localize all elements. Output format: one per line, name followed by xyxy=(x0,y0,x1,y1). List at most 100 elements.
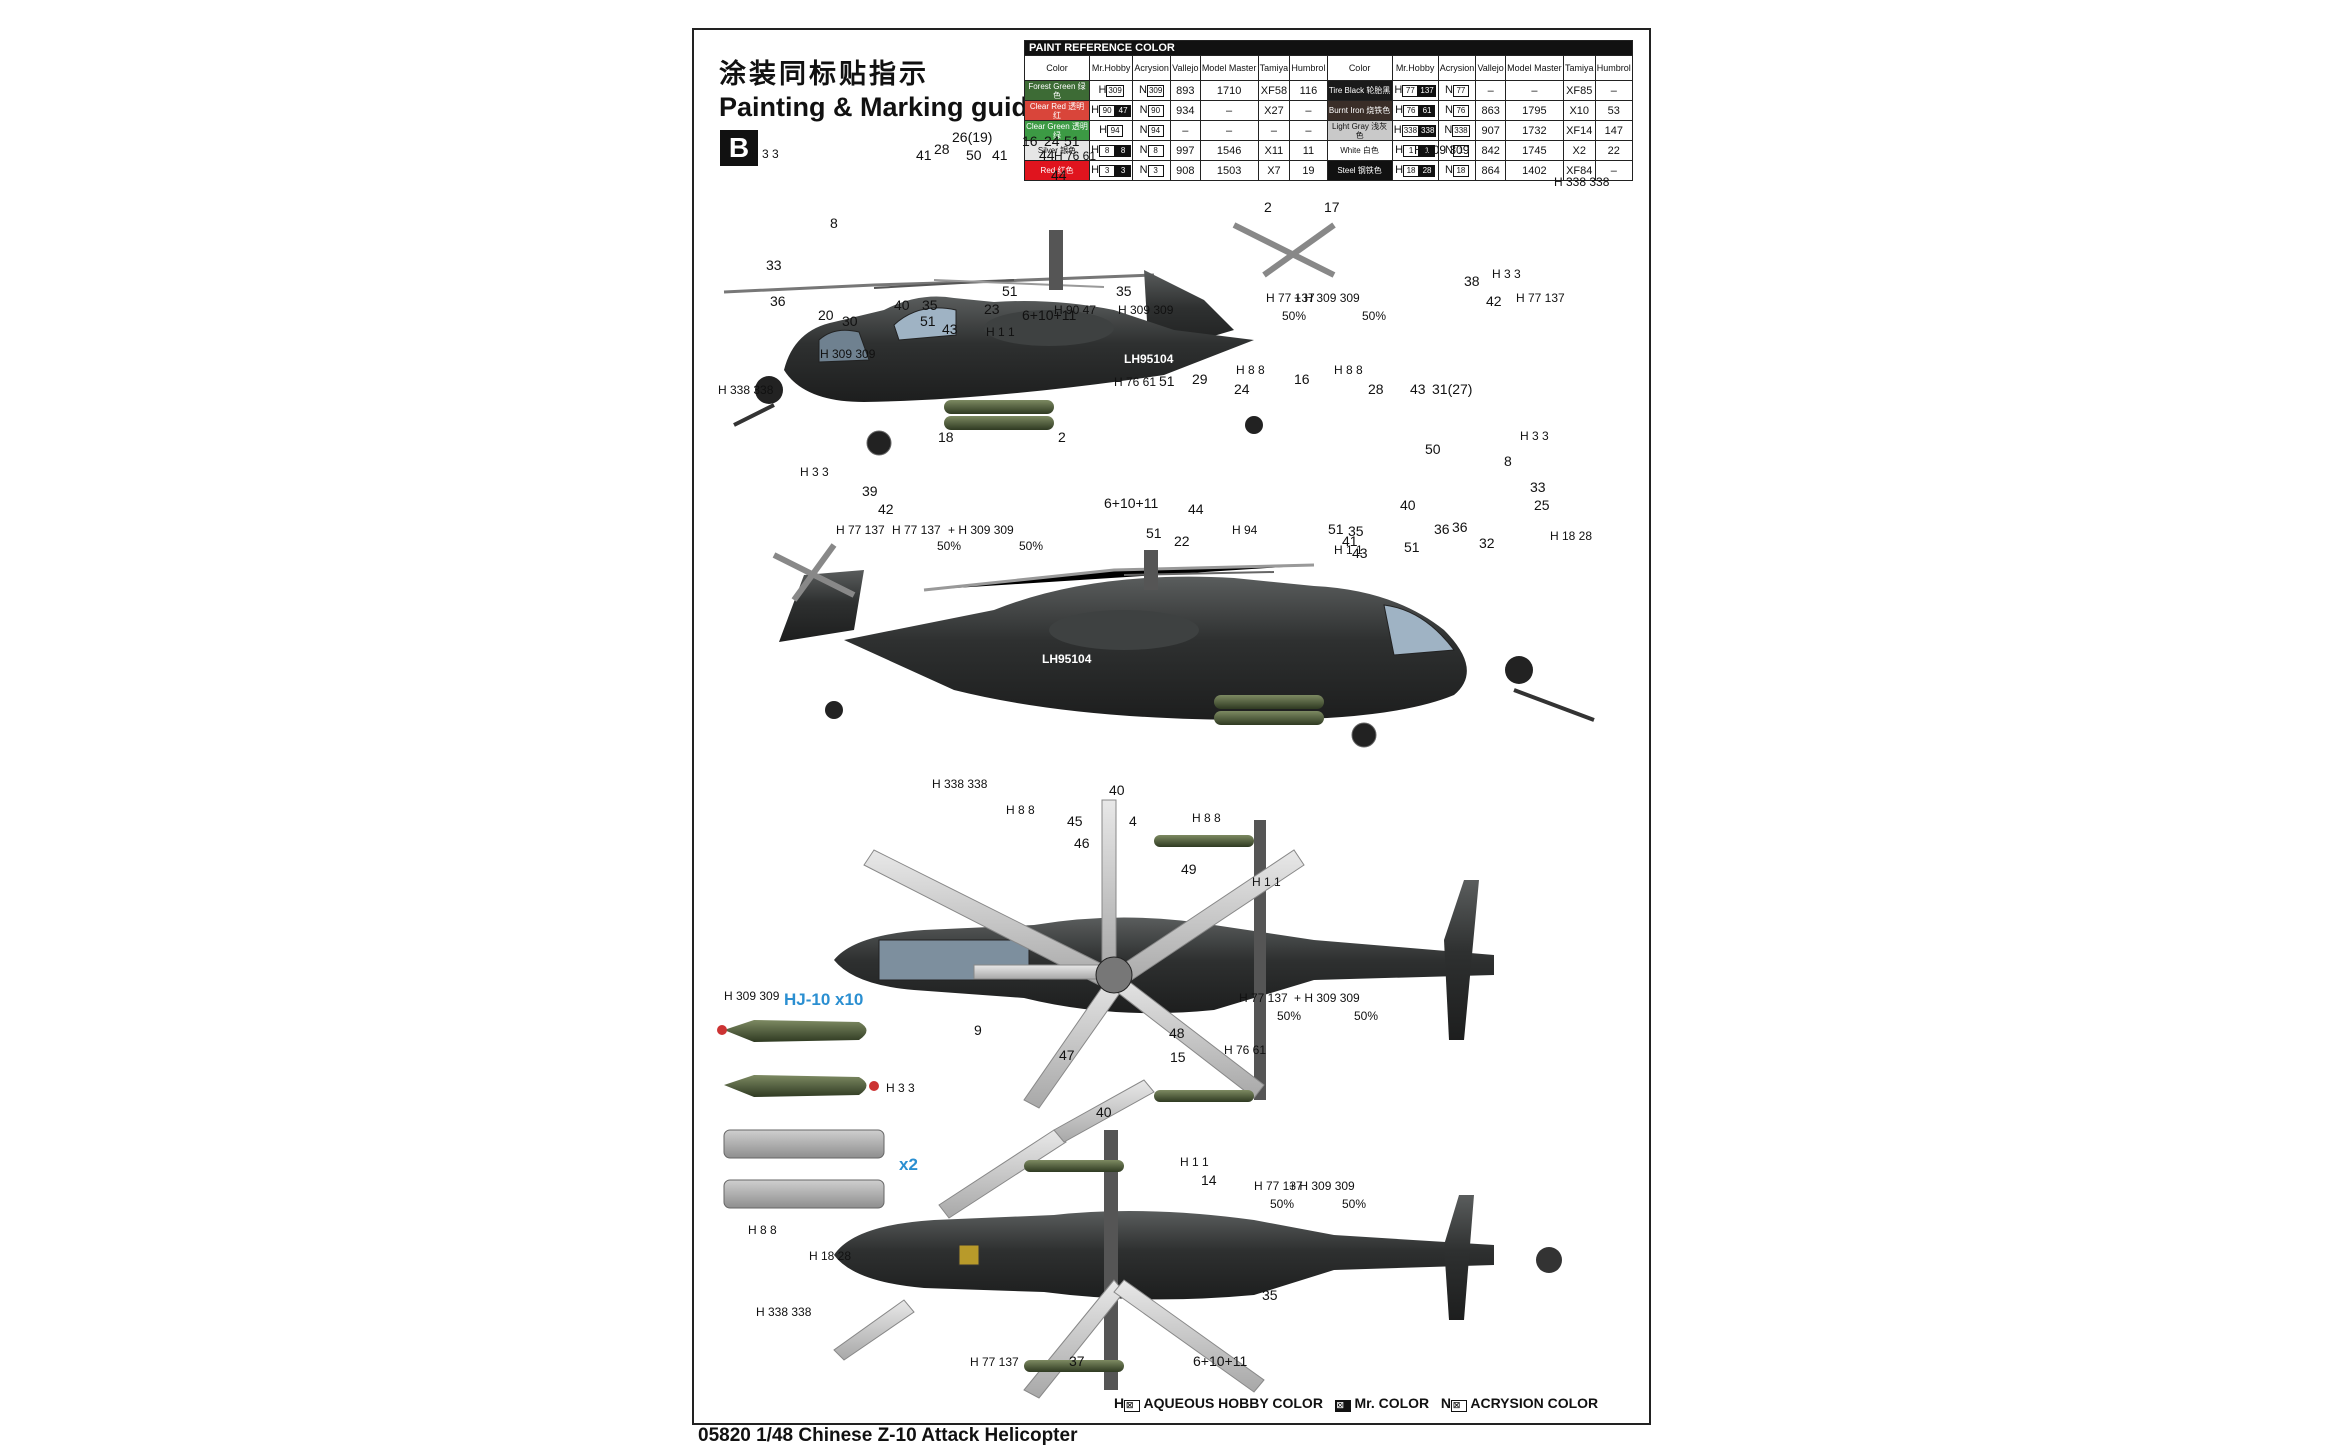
weapon-pylon xyxy=(944,400,1054,414)
humbrol-cell: 147 xyxy=(1594,120,1634,141)
serial-number: LH95104 xyxy=(1042,652,1092,666)
callout-number: 15 xyxy=(1170,1049,1186,1065)
callout-number: 25 xyxy=(1534,497,1550,513)
nose-sensor xyxy=(1505,656,1533,684)
paint-code: 3 xyxy=(1115,165,1132,177)
main-wheel xyxy=(866,430,892,456)
callout-number: 40 xyxy=(1096,1104,1112,1120)
paint-code: 338 xyxy=(1452,125,1470,137)
callout-number: 51 xyxy=(1404,539,1420,555)
callout-number: 29 xyxy=(1192,371,1208,387)
model-master-cell: 1503 xyxy=(1199,160,1259,181)
callout-number: 40 xyxy=(1400,497,1416,513)
callout-number: 40 xyxy=(1109,782,1125,798)
paint-code: 1 xyxy=(1419,145,1436,157)
rotor-mast xyxy=(1049,230,1063,290)
paint-legend: H☒ AQUEOUS HOBBY COLOR ☒ Mr. COLOR N☒ AC… xyxy=(1114,1395,1599,1412)
paint-code: 3 xyxy=(1099,165,1116,177)
callout-number: 51 xyxy=(1146,525,1162,541)
callout-number: 33 xyxy=(766,257,782,273)
missile-2 xyxy=(724,1075,867,1097)
paint-code: 94 xyxy=(1147,125,1164,137)
vallejo-cell: 864 xyxy=(1475,160,1506,181)
callout-number: 51 xyxy=(1064,133,1080,149)
color-swatch: Silver 银色 xyxy=(1024,140,1090,161)
callout-number: 18 xyxy=(938,429,954,445)
callout-number: 49 xyxy=(1181,861,1197,877)
paint-code-label: H 77 137 xyxy=(970,1355,1019,1369)
paint-code: 90 xyxy=(1099,105,1116,117)
main-rotor-blade xyxy=(938,1129,1067,1219)
callout-number: 35 xyxy=(922,297,938,313)
callout-number: 43 xyxy=(1410,381,1426,397)
callout-number: 35 xyxy=(1116,283,1132,299)
callout-number: 48 xyxy=(1169,1025,1185,1041)
title-english: Painting & Marking guide xyxy=(719,92,1044,122)
paint-code: 76 xyxy=(1452,105,1469,117)
legend-n-marker: N xyxy=(1440,1395,1451,1411)
legend-mr-color: Mr. COLOR xyxy=(1354,1395,1430,1411)
callout-number: 39 xyxy=(862,483,878,499)
paint-code: 338 xyxy=(1419,125,1437,137)
paint-code-label: H 309 309 xyxy=(724,989,780,1003)
callout-number: 36 xyxy=(1452,519,1468,535)
paint-code: 28 xyxy=(1419,165,1436,177)
paint-code-label: + H 309 309 xyxy=(1294,991,1360,1005)
legend-h-marker: H xyxy=(1114,1395,1125,1411)
paint-code-label: H 8 8 xyxy=(1192,811,1221,825)
stub-wing xyxy=(1254,820,1266,1100)
callout-number: 42 xyxy=(878,501,894,517)
product-footer: 05820 1/48 Chinese Z-10 Attack Helicopte… xyxy=(698,1425,1078,1446)
paint-code-label: + H 309 309 xyxy=(1289,1179,1355,1193)
paint-code: 1 xyxy=(1452,145,1469,157)
callout-number: 44 xyxy=(1051,167,1067,183)
side-view-left: LH95104 xyxy=(723,222,1336,456)
paint-code: 18 xyxy=(1403,165,1420,177)
vallejo-cell: 863 xyxy=(1475,100,1506,121)
callout-number: 51 xyxy=(1002,283,1018,299)
humbrol-cell: 19 xyxy=(1289,160,1328,181)
mix-ratio: 50% xyxy=(1270,1197,1294,1211)
horizontal-stabilizer xyxy=(1444,880,1479,1040)
paint-code-label: H 8 8 xyxy=(748,1223,777,1237)
callout-number: 2 xyxy=(1264,199,1272,215)
callout-number: 35 xyxy=(1262,1287,1278,1303)
tail-rotor xyxy=(772,543,856,602)
paint-code: 137 xyxy=(1418,85,1436,97)
paint-code-label: H 1 1 xyxy=(986,325,1015,339)
paint-code-label: H 77 137 xyxy=(836,523,885,537)
humbrol-cell: – xyxy=(1594,160,1634,181)
callout-number: 44 xyxy=(1188,501,1204,517)
callout-number: 33 xyxy=(1530,479,1546,495)
paint-code-label: H 1 1 xyxy=(1334,543,1363,557)
paint-code-label: H 77 137 xyxy=(892,523,941,537)
paint-code-label: H 76 61 xyxy=(1114,375,1156,389)
tamiya-cell: XF58 xyxy=(1257,80,1291,101)
hj10-label: HJ-10 x10 xyxy=(784,990,863,1009)
serial-number: LH95104 xyxy=(1124,352,1174,366)
paint-reference-table: PAINT REFERENCE COLOR Color Mr.Hobby Acr… xyxy=(1024,40,1634,181)
callout-number: 9 xyxy=(974,1022,982,1038)
paint-code: 3 xyxy=(1147,165,1164,177)
paint-code-label: H 3 3 xyxy=(1520,429,1549,443)
paint-code-label: H 77 137 xyxy=(1239,991,1288,1005)
callout-number: 30 xyxy=(842,313,858,329)
legend-acrysion: ACRYSION COLOR xyxy=(1470,1395,1599,1411)
paint-code-label: H 18 28 xyxy=(809,1249,851,1263)
color-swatch: Tire Black 轮胎黑 xyxy=(1326,80,1393,101)
paint-code: 61 xyxy=(1419,105,1436,117)
missile-1 xyxy=(724,1020,867,1042)
mix-ratio: 50% xyxy=(1354,1009,1378,1023)
vallejo-cell: 997 xyxy=(1170,140,1201,161)
callout-number: 41 xyxy=(1342,533,1358,549)
